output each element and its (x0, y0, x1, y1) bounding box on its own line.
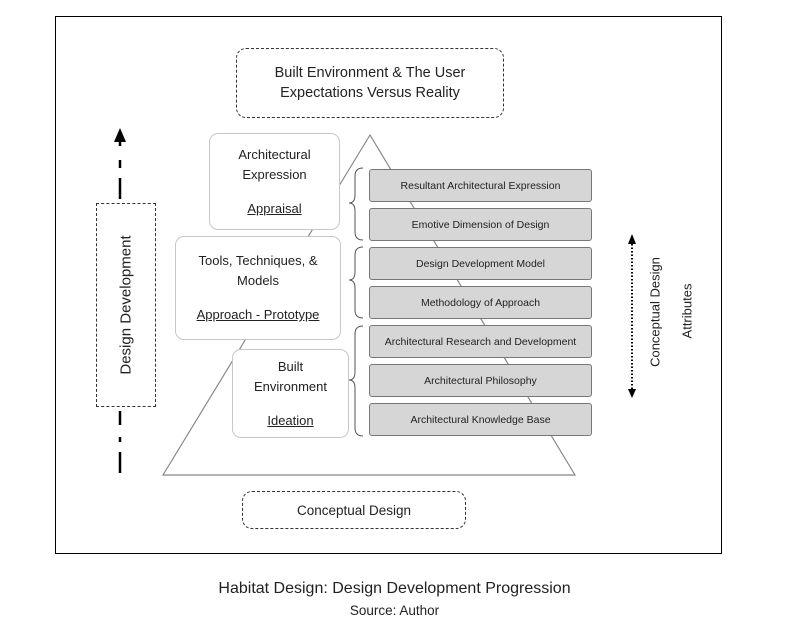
stage-line1: Tools, Techniques, & (198, 253, 318, 268)
design-development-label: Design Development (117, 235, 135, 375)
bar-knowledge-base: Architectural Knowledge Base (369, 403, 592, 436)
stage-approach-label: Approach - Prototype (196, 307, 320, 322)
right-arrow-down-head (628, 389, 636, 398)
stage-architectural-expression: Architectural Expression Appraisal (209, 133, 340, 230)
bar-design-development-model: Design Development Model (369, 247, 592, 280)
braces (348, 167, 364, 437)
stage-tools-techniques: Tools, Techniques, & Models Approach - P… (175, 236, 341, 340)
up-arrow-head (114, 128, 126, 142)
stage-appraisal-label: Appraisal (247, 200, 302, 216)
bar-methodology-of-approach: Methodology of Approach (369, 286, 592, 319)
stage-line2: Environment (254, 378, 327, 394)
figure-caption-title: Habitat Design: Design Development Progr… (218, 580, 571, 597)
right-arrow-up-head (628, 234, 636, 244)
bar-research-and-development: Architectural Research and Development (369, 325, 592, 358)
design-development-box: Design Development (96, 203, 156, 407)
bar-resultant-architectural-expression: Resultant Architectural Expression (369, 169, 592, 202)
stage-line2: Expression (242, 166, 307, 182)
user-expectations-line2: Expectations Versus Reality (280, 85, 460, 101)
bar-architectural-philosophy: Architectural Philosophy (369, 364, 592, 397)
user-expectations-line1: Built Environment & The User (274, 65, 466, 81)
conceptual-design-box: Conceptual Design (242, 491, 466, 529)
stage-built-environment: Built Environment Ideation (232, 349, 349, 438)
stage-ideation-label: Ideation (267, 412, 314, 428)
conceptual-design-label: Conceptual Design (296, 502, 412, 518)
figure-caption-source: Source: Author (349, 603, 440, 618)
stage-line1: Architectural (238, 146, 311, 162)
attributes-side-label: Attributes (679, 283, 695, 339)
stage-line1: Built (277, 358, 304, 374)
user-expectations-box: Built Environment & The User Expectation… (236, 48, 504, 118)
bar-emotive-dimension: Emotive Dimension of Design (369, 208, 592, 241)
conceptual-design-side-label: Conceptual Design (647, 257, 663, 367)
stage-line2: Models (237, 273, 279, 288)
diagram-frame (55, 16, 722, 554)
